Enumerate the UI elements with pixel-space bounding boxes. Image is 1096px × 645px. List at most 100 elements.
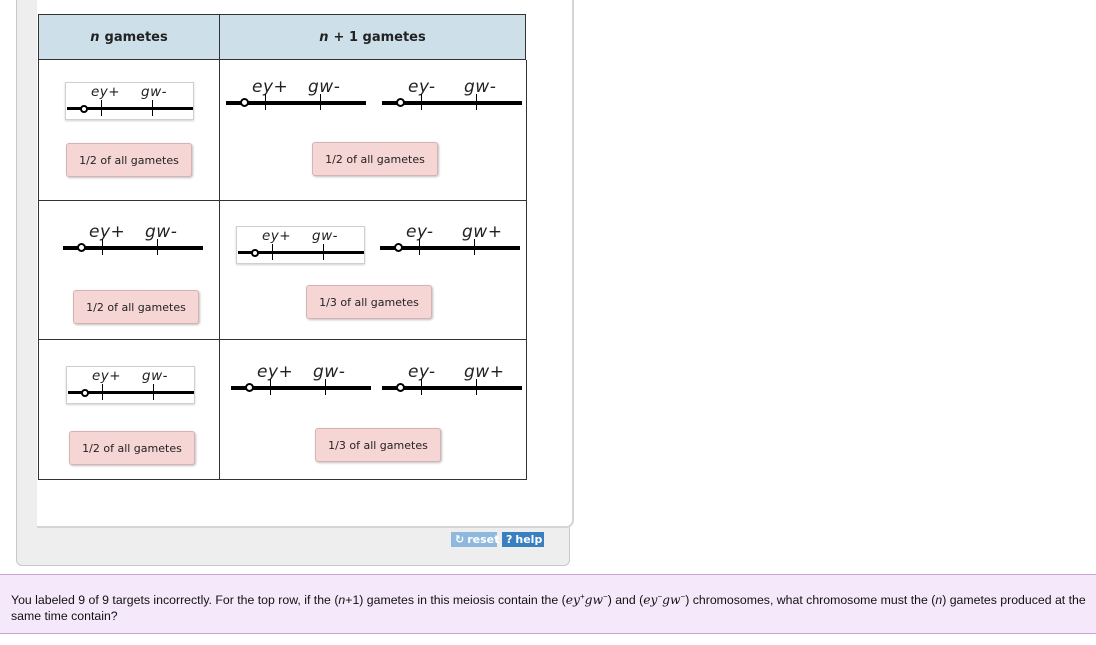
centromere-icon	[396, 383, 405, 392]
allele-label: ey+	[257, 362, 294, 382]
feedback-text: ) and (	[607, 593, 644, 608]
allele-label: ey-	[408, 77, 436, 97]
chromosome-bar	[67, 107, 193, 110]
fraction-label-row2-n1[interactable]: 1/3 of all gametes	[306, 285, 432, 319]
locus-tick	[323, 244, 324, 260]
locus-tick	[320, 94, 321, 110]
fraction-label-row3-n1[interactable]: 1/3 of all gametes	[315, 428, 441, 462]
locus-tick	[157, 239, 158, 255]
label-box[interactable]	[236, 226, 365, 264]
chromosome: ey+ gw-	[68, 368, 194, 400]
allele-label: gw+	[462, 222, 503, 242]
feedback-text: You labeled 9 of 9 targets incorrectly. …	[11, 593, 339, 608]
feedback-math: ey	[565, 593, 580, 608]
fraction-label-row2-n[interactable]: 1/2 of all gametes	[73, 290, 199, 324]
chromosome-bar	[226, 101, 366, 105]
feedback-text: ) chromosomes, what chromosome must the …	[685, 593, 936, 608]
header-n-plus-1-gametes: n + 1 gametes	[219, 14, 526, 60]
feedback-math: −	[603, 592, 608, 601]
allele-label: gw-	[464, 77, 497, 97]
reset-button[interactable]: ↻ reset	[451, 532, 500, 547]
chromosome-bar	[380, 246, 520, 250]
chromosome: ey-gw+	[380, 222, 520, 255]
help-button[interactable]: ? help	[502, 532, 544, 547]
allele-label: ey-	[408, 362, 436, 382]
grid-line	[38, 60, 39, 480]
locus-tick	[152, 100, 153, 116]
label-box[interactable]	[65, 82, 194, 120]
allele-label: gw-	[141, 84, 167, 100]
feedback-math: gw	[662, 593, 681, 608]
fraction-label-row1-n1[interactable]: 1/2 of all gametes	[312, 142, 438, 176]
label-box[interactable]	[66, 366, 195, 404]
feedback-math: −	[680, 592, 686, 601]
locus-tick	[102, 239, 103, 255]
reset-icon: ↻	[455, 533, 465, 546]
chromosome-bar	[238, 251, 364, 254]
allele-label: ey+	[92, 368, 122, 384]
allele-label: ey+	[91, 84, 121, 100]
centromere-icon	[394, 243, 403, 252]
locus-tick	[325, 379, 326, 395]
centromere-icon	[251, 248, 259, 257]
allele-label: ey+	[252, 77, 289, 97]
centromere-icon	[77, 243, 86, 252]
allele-label: gw-	[308, 77, 341, 97]
grid-line	[38, 200, 527, 201]
reset-label: reset	[467, 533, 500, 546]
fraction-label-row3-n[interactable]: 1/2 of all gametes	[69, 431, 195, 465]
locus-tick	[153, 384, 154, 400]
chromosome-bar	[63, 246, 203, 250]
feedback-message: You labeled 9 of 9 targets incorrectly. …	[0, 574, 1096, 634]
chromosome-bar	[231, 386, 371, 390]
grid-line	[38, 339, 527, 340]
centromere-icon	[240, 98, 249, 107]
help-label: help	[515, 533, 543, 546]
locus-tick	[474, 239, 475, 255]
chromosome-bar	[68, 391, 194, 394]
locus-tick	[419, 239, 420, 255]
feedback-text: n	[935, 593, 943, 608]
locus-tick	[476, 379, 477, 395]
header-n-text: gametes	[104, 29, 168, 45]
allele-label: gw-	[312, 228, 338, 244]
header-n1-var: n	[319, 29, 329, 45]
centromere-icon	[80, 104, 88, 113]
locus-tick	[270, 379, 271, 395]
allele-label: gw-	[145, 222, 178, 242]
chromosome: ey-gw+	[382, 362, 522, 395]
feedback-math: −	[657, 592, 663, 601]
centromere-icon	[245, 383, 254, 392]
allele-label: ey-	[406, 222, 434, 242]
feedback-text: ) gametes produced at the same time cont…	[11, 593, 1086, 624]
chromosome: ey+ gw-	[67, 84, 193, 116]
locus-tick	[102, 384, 103, 400]
fraction-label-row1-n[interactable]: 1/2 of all gametes	[66, 143, 192, 177]
header-n1-text: + 1 gametes	[333, 29, 426, 45]
help-icon: ?	[506, 533, 513, 546]
allele-label: gw-	[142, 368, 168, 384]
allele-label: ey+	[89, 222, 126, 242]
allele-label: gw-	[313, 362, 346, 382]
allele-label: gw+	[464, 362, 505, 382]
locus-tick	[476, 94, 477, 110]
locus-tick	[265, 94, 266, 110]
allele-label: ey+	[262, 228, 292, 244]
chromosome: ey+ gw-	[226, 77, 366, 110]
chromosome: ey-gw-	[382, 77, 522, 110]
chromosome: ey+ gw-	[238, 228, 364, 260]
chromosome: ey+ gw-	[231, 362, 371, 395]
feedback-text: +1) gametes in this meiosis contain the …	[345, 593, 566, 608]
feedback-math: ey	[643, 593, 658, 608]
grid-line	[526, 60, 527, 480]
header-n-gametes: n gametes	[38, 14, 220, 60]
feedback-text: n	[338, 593, 346, 608]
chromosome: ey+ gw-	[63, 222, 203, 255]
locus-tick	[421, 94, 422, 110]
locus-tick	[272, 244, 273, 260]
centromere-icon	[81, 388, 89, 397]
chromosome-bar	[382, 101, 522, 105]
grid-line	[219, 60, 220, 480]
centromere-icon	[396, 98, 405, 107]
grid-line	[38, 479, 527, 480]
